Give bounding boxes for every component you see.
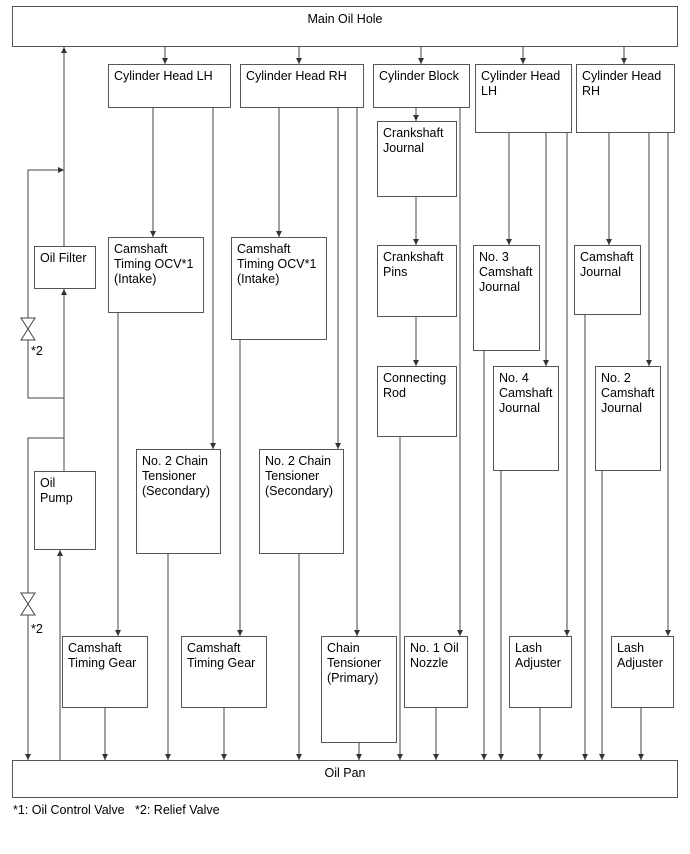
no3-camshaft-journal-box: No. 3 Camshaft Journal	[473, 245, 540, 351]
no1-oil-nozzle-box: No. 1 Oil Nozzle	[404, 636, 468, 708]
cylinder-head-rh-box: Cylinder Head RH	[240, 64, 364, 108]
no2-chain-tensioner-lh-label: No. 2 Chain Tensioner (Secondary)	[142, 454, 211, 498]
cylinder-head-rh-2-box: Cylinder Head RH	[576, 64, 675, 133]
camshaft-journal-rh-box: Camshaft Journal	[574, 245, 641, 315]
bypass-line	[27, 437, 64, 593]
main-oil-hole-label: Main Oil Hole	[307, 12, 383, 26]
connecting-rod-box: Connecting Rod	[377, 366, 457, 437]
oil-pan-label: Oil Pan	[324, 766, 366, 780]
camshaft-timing-gear-rh-box: Camshaft Timing Gear	[181, 636, 267, 708]
no2-camshaft-journal-label: No. 2 Camshaft Journal	[601, 371, 655, 415]
crankshaft-pins-box: Crankshaft Pins	[377, 245, 457, 317]
no2-camshaft-journal-box: No. 2 Camshaft Journal	[595, 366, 661, 471]
cylinder-head-lh-2-label: Cylinder Head LH	[481, 69, 561, 98]
lash-adjuster-rh-label: Lash Adjuster	[617, 641, 663, 670]
no2-chain-tensioner-lh-box: No. 2 Chain Tensioner (Secondary)	[136, 449, 221, 554]
camshaft-timing-gear-rh-label: Camshaft Timing Gear	[187, 641, 256, 670]
camshaft-timing-ocv-lh-label: Camshaft Timing OCV*1 (Intake)	[114, 242, 194, 286]
oil-pan-box: Oil Pan	[12, 760, 678, 798]
cylinder-head-rh-label: Cylinder Head RH	[246, 69, 347, 83]
relief-valve-marker-lower: *2	[31, 622, 43, 636]
crankshaft-pins-label: Crankshaft Pins	[383, 250, 444, 279]
lash-adjuster-lh-label: Lash Adjuster	[515, 641, 561, 670]
lash-adjuster-lh-box: Lash Adjuster	[509, 636, 572, 708]
camshaft-timing-ocv-lh-box: Camshaft Timing OCV*1 (Intake)	[108, 237, 204, 313]
no1-oil-nozzle-label: No. 1 Oil Nozzle	[410, 641, 459, 670]
oil-pump-box: Oil Pump	[34, 471, 96, 550]
bypass-line	[27, 340, 64, 399]
camshaft-journal-rh-label: Camshaft Journal	[580, 250, 634, 279]
cylinder-block-label: Cylinder Block	[379, 69, 459, 83]
no4-camshaft-journal-label: No. 4 Camshaft Journal	[499, 371, 553, 415]
chain-tensioner-primary-label: Chain Tensioner (Primary)	[327, 641, 382, 685]
relief-valve-marker-upper: *2	[31, 344, 43, 358]
cylinder-head-lh-2-box: Cylinder Head LH	[475, 64, 572, 133]
oil-filter-label: Oil Filter	[40, 251, 87, 265]
lash-adjuster-rh-box: Lash Adjuster	[611, 636, 674, 708]
no4-camshaft-journal-box: No. 4 Camshaft Journal	[493, 366, 559, 471]
oil-pump-label: Oil Pump	[40, 476, 73, 505]
footnote: *1: Oil Control Valve *2: Relief Valve	[13, 803, 220, 817]
camshaft-timing-ocv-rh-box: Camshaft Timing OCV*1 (Intake)	[231, 237, 327, 340]
chain-tensioner-primary-box: Chain Tensioner (Primary)	[321, 636, 397, 743]
connecting-rod-label: Connecting Rod	[383, 371, 447, 400]
cylinder-head-lh-label: Cylinder Head LH	[114, 69, 213, 83]
main-oil-hole-box: Main Oil Hole	[12, 6, 678, 47]
relief-valve-icon	[20, 317, 36, 341]
bypass-line	[27, 167, 64, 318]
relief-valve-icon	[20, 592, 36, 616]
no3-camshaft-journal-label: No. 3 Camshaft Journal	[479, 250, 533, 294]
camshaft-timing-gear-lh-label: Camshaft Timing Gear	[68, 641, 137, 670]
no2-chain-tensioner-rh-label: No. 2 Chain Tensioner (Secondary)	[265, 454, 334, 498]
crankshaft-journal-label: Crankshaft Journal	[383, 126, 444, 155]
camshaft-timing-ocv-rh-label: Camshaft Timing OCV*1 (Intake)	[237, 242, 317, 286]
no2-chain-tensioner-rh-box: No. 2 Chain Tensioner (Secondary)	[259, 449, 344, 554]
cylinder-head-lh-box: Cylinder Head LH	[108, 64, 231, 108]
cylinder-head-rh-2-label: Cylinder Head RH	[582, 69, 662, 98]
crankshaft-journal-box: Crankshaft Journal	[377, 121, 457, 197]
cylinder-block-box: Cylinder Block	[373, 64, 470, 108]
oil-filter-box: Oil Filter	[34, 246, 96, 289]
camshaft-timing-gear-lh-box: Camshaft Timing Gear	[62, 636, 148, 708]
